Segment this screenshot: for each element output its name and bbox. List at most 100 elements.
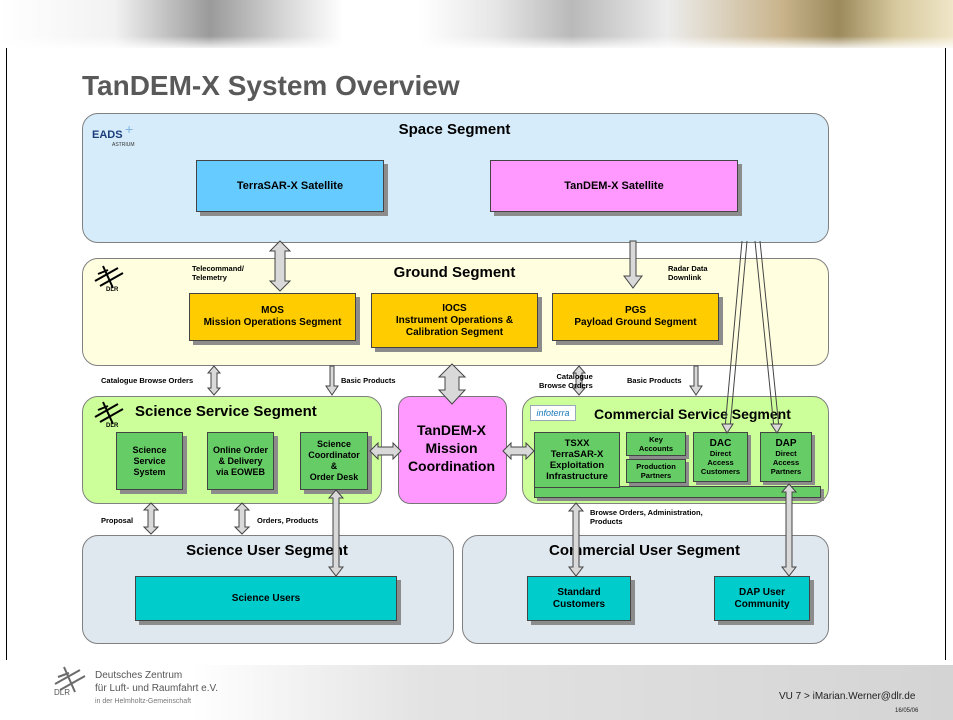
science-users-box: Science Users <box>135 576 397 621</box>
science-users-label: Science Users <box>231 592 301 604</box>
science-service-system-box: Science Service System <box>116 432 183 490</box>
footer-bar <box>192 665 953 720</box>
browse-admin-label: Browse Orders, Administration, Products <box>590 508 703 526</box>
dap-line-2: Access <box>772 458 800 467</box>
sss-line-2: Service <box>133 455 166 466</box>
frame-right-line <box>945 48 946 660</box>
dlr-logo-science: DLR <box>94 401 124 428</box>
coord-right-arrow <box>502 441 535 461</box>
dap-line-3: Partners <box>770 467 802 476</box>
pgs-label: PGS <box>624 305 647 316</box>
org-name-line-1: Deutsches Zentrum <box>95 670 183 681</box>
coordinator-users-arrow <box>327 489 345 577</box>
tsxx-line-4: Infrastructure <box>546 471 608 482</box>
dap-users-arrow <box>780 483 798 577</box>
iocs-box: IOCS Instrument Operations & Calibration… <box>371 293 538 348</box>
dlr-logo-ground: DLR <box>94 265 124 292</box>
sss-line-3: System <box>133 466 166 477</box>
dac-line-2: Access <box>707 458 734 467</box>
dap-feed-head <box>770 423 783 434</box>
telecommand-line-1: Telecommand/ <box>192 264 244 273</box>
mos-box: MOS Mission Operations Segment <box>189 293 356 341</box>
mc-line-2: Mission <box>425 440 478 456</box>
basic-right-label: Basic Products <box>627 376 682 385</box>
telecommand-label: Telecommand/ Telemetry <box>192 264 244 282</box>
dac-feed-head <box>721 423 734 434</box>
mc-line-1: TanDEM-X <box>417 422 486 438</box>
frame-left-line <box>6 48 7 660</box>
basic-right-arrow <box>689 365 703 396</box>
coordinator-line-1: Science <box>316 439 352 449</box>
pgs-box: PGS Payload Ground Segment <box>552 293 719 341</box>
dac-label: DAC <box>709 438 732 449</box>
orders-products-arrow <box>233 502 251 535</box>
telecommand-arrow <box>268 240 292 292</box>
pgs-description: Payload Ground Segment <box>574 317 697 328</box>
online-line-2: & Delivery <box>218 455 263 466</box>
dac-box: DAC Direct Access Customers <box>693 432 748 482</box>
science-user-title: Science User Segment <box>186 542 348 559</box>
mos-description: Mission Operations Segment <box>203 317 342 328</box>
dac-feed-line-a <box>724 240 743 429</box>
online-line-3: via EOWEB <box>215 466 265 477</box>
production-line-1: Production <box>636 462 676 471</box>
dap-user-line-1: DAP User <box>739 586 785 598</box>
catalogue-right-label: Catalogue Browse Orders <box>539 372 593 390</box>
catalogue-right-arrow <box>571 365 587 396</box>
dap-line-1: Direct <box>775 449 797 458</box>
mc-line-3: Coordination <box>407 458 496 474</box>
dlr-footer-text: DLR <box>54 688 70 696</box>
mission-coordination-text: TanDEM-X Mission Coordination <box>398 421 505 475</box>
dlr-label-ground: DLR <box>106 287 119 292</box>
dap-feed-line-b <box>759 240 780 429</box>
commercial-service-title: Commercial Service Segment <box>594 406 791 422</box>
ground-segment-title: Ground Segment <box>393 264 516 281</box>
eads-astrium-logo: EADS ASTRIUM + <box>92 121 135 148</box>
commercial-user-title: Commercial User Segment <box>549 542 740 559</box>
dac-feed-line-b <box>729 240 748 429</box>
science-coordinator-box: Science Coordinator & Order Desk <box>300 432 368 490</box>
dac-line-1: Direct <box>709 449 732 458</box>
radar-label: Radar Data Downlink <box>668 264 708 282</box>
astrium-logo-text: ASTRIUM <box>112 142 135 148</box>
dap-box: DAP Direct Access Partners <box>760 432 812 482</box>
radar-line-2: Downlink <box>668 273 702 282</box>
infoterra-logo: infoterra <box>530 405 576 421</box>
proposal-arrow <box>142 502 160 535</box>
commercial-base-bar <box>534 486 821 498</box>
standard-customers-box: Standard Customers <box>527 576 631 621</box>
coordinator-line-2: Coordinator <box>308 450 360 460</box>
coord-left-arrow <box>369 441 402 461</box>
coordinator-line-4: Order Desk <box>309 472 359 482</box>
header-banner-fade <box>0 36 953 50</box>
tsxx-box: TSXX TerraSAR-X Exploitation Infrastruct… <box>534 432 620 488</box>
browse-admin-arrow <box>567 502 585 577</box>
slide-info: VU 7 > iMarian.Werner@dlr.de <box>779 691 916 702</box>
eads-logo-text: EADS <box>92 129 123 141</box>
browse-admin-line-2: Products <box>590 517 623 526</box>
space-segment-title: Space Segment <box>398 121 511 138</box>
dac-line-3: Customers <box>700 467 741 476</box>
dap-user-community-box: DAP User Community <box>714 576 810 621</box>
browse-admin-line-1: Browse Orders, Administration, <box>590 508 703 517</box>
key-accounts-line-1: Key <box>649 435 663 444</box>
slide-date: 16/05/06 <box>895 708 919 714</box>
dap-feed-line-a <box>754 240 775 429</box>
org-name-line-3: in der Helmholtz-Gemeinschaft <box>95 698 192 705</box>
catalogue-left-arrow <box>206 365 222 396</box>
production-line-2: Partners <box>640 471 672 480</box>
mos-label: MOS <box>261 305 284 316</box>
tandem-x-satellite-box: TanDEM-X Satellite <box>490 160 738 212</box>
dap-user-line-2: Community <box>734 598 790 610</box>
dap-label: DAP <box>775 438 797 449</box>
production-partners-box: Production Partners <box>626 459 686 483</box>
dlr-footer-logo: DLR <box>54 666 86 696</box>
tsxx-line-1: TSXX <box>564 438 590 449</box>
orders-products-label: Orders, Products <box>257 516 319 525</box>
standard-line-2: Customers <box>552 598 606 610</box>
catalogue-right-line-2: Browse Orders <box>539 381 593 390</box>
org-name-line-2: für Luft- und Raumfahrt e.V. <box>95 683 219 694</box>
dlr-label-science: DLR <box>106 423 119 428</box>
iocs-description-2: Calibration Segment <box>405 326 504 338</box>
proposal-label: Proposal <box>101 516 134 525</box>
